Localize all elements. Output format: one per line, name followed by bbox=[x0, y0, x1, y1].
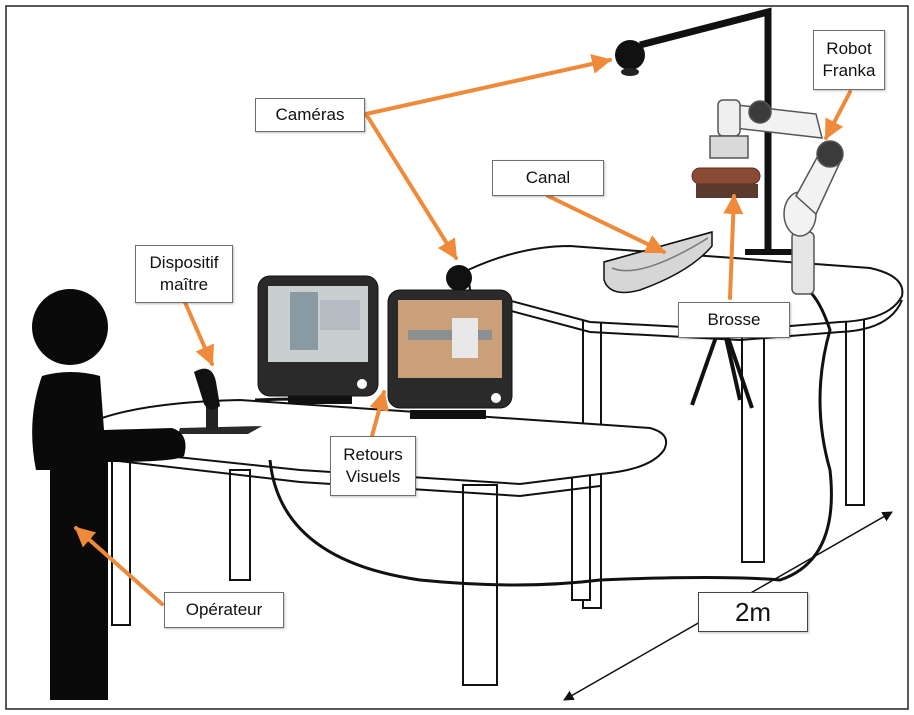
master-device-joystick bbox=[178, 368, 262, 434]
monitor-right bbox=[387, 289, 513, 419]
canal-label: Canal bbox=[492, 160, 604, 196]
figure-border bbox=[5, 5, 909, 710]
brush bbox=[691, 167, 761, 198]
monitor-left bbox=[257, 275, 379, 404]
pointer-arrows bbox=[74, 54, 852, 606]
robot-franka-label: Robot Franka bbox=[813, 30, 885, 90]
brush-label: Brosse bbox=[678, 302, 790, 338]
camera-mast bbox=[639, 7, 800, 255]
cameras-label: Caméras bbox=[255, 98, 365, 132]
operator-label: Opérateur bbox=[164, 592, 284, 628]
franka-robot-arm bbox=[709, 99, 844, 295]
distance-label: 2m bbox=[698, 592, 808, 632]
visual-feedback-label: Retours Visuels bbox=[330, 436, 416, 496]
master-device-label: Dispositif maître bbox=[135, 245, 233, 303]
camera-top-icon bbox=[615, 40, 645, 76]
operator-silhouette bbox=[32, 289, 186, 700]
canal-channel bbox=[603, 231, 713, 294]
